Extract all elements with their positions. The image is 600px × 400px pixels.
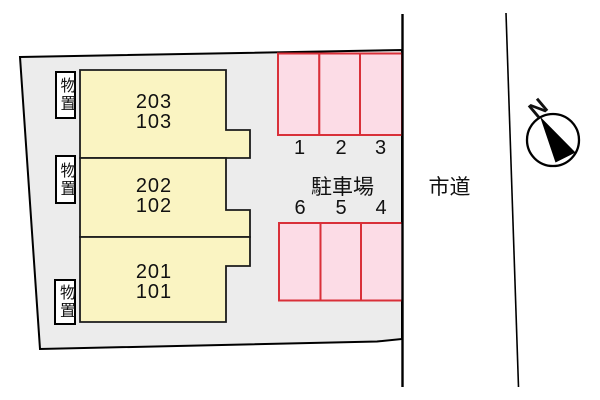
parking-number-1: 1: [293, 137, 306, 159]
parking-stall-4: [360, 222, 404, 302]
parking-stall-1: [277, 52, 321, 136]
parking-stall-6: [278, 222, 322, 302]
storage-box-bottom: 物置: [54, 279, 76, 325]
parking-area-label: 駐車場: [311, 176, 374, 199]
unit-lower: 102: [135, 195, 173, 217]
unit-upper: 202: [135, 175, 173, 197]
parking-number-4: 4: [375, 197, 387, 219]
unit-lower: 103: [135, 111, 173, 133]
storage-box-middle: 物置: [55, 155, 76, 204]
unit-label-201-101: 201 101: [94, 262, 214, 302]
parking-stall-3: [359, 52, 403, 136]
unit-upper: 201: [135, 261, 173, 283]
parking-number-5: 5: [335, 197, 347, 219]
unit-upper: 203: [135, 91, 173, 113]
parking-stall-5: [319, 222, 362, 302]
building-block-201-101: [79, 236, 251, 323]
unit-label-202-102: 202 102: [94, 176, 214, 216]
parking-stall-2: [318, 52, 361, 136]
unit-lower: 101: [135, 281, 173, 303]
parking-number-2: 2: [335, 137, 347, 159]
road-label: 市道: [428, 176, 471, 199]
parking-number-3: 3: [374, 137, 387, 159]
storage-box-top: 物置: [55, 71, 76, 119]
north-needle-icon: [540, 116, 576, 163]
unit-label-203-103: 203 103: [94, 92, 214, 132]
road-far-edge-line: [505, 12, 520, 388]
parking-number-6: 6: [294, 197, 306, 219]
